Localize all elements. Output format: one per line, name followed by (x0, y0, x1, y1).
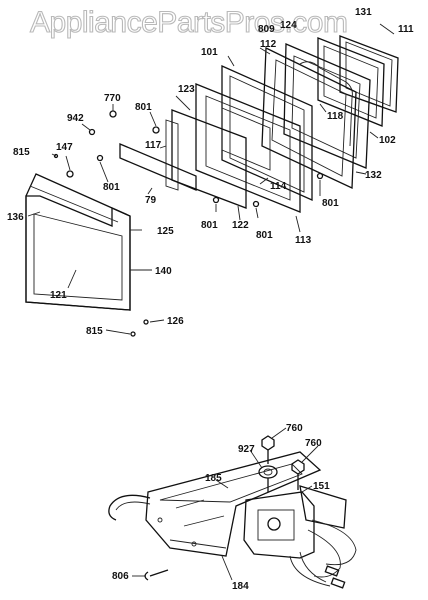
label-124: 124 (280, 20, 297, 31)
label-770: 770 (104, 93, 121, 104)
label-132: 132 (365, 170, 382, 181)
label-121: 121 (50, 290, 67, 301)
label-113: 113 (295, 235, 312, 246)
label-942: 942 (67, 113, 84, 124)
label-760-b: 760 (305, 438, 322, 449)
label-801-d: 801 (201, 220, 218, 231)
lock-assembly (108, 435, 357, 589)
gasket-frame-118 (283, 43, 371, 169)
watermark: AppliancePartsPros.com (29, 5, 348, 39)
panel-111 (339, 35, 399, 113)
door-assembly-labels: 131 809 124 111 112 101 770 942 801 123 … (7, 7, 414, 337)
label-111: 111 (398, 24, 414, 35)
label-123: 123 (178, 84, 195, 95)
label-140: 140 (155, 266, 172, 277)
door-screws (53, 110, 324, 337)
label-760-a: 760 (286, 423, 303, 434)
label-801-a: 801 (135, 102, 152, 113)
lock-assembly-labels: 760 927 760 185 151 806 184 (112, 423, 330, 592)
bracket-79 (119, 143, 197, 191)
label-114: 114 (270, 181, 287, 192)
label-801-e: 801 (256, 230, 273, 241)
label-102: 102 (379, 135, 396, 146)
panel-124 (317, 37, 385, 127)
label-126: 126 (167, 316, 184, 327)
label-147: 147 (56, 142, 73, 153)
frame-132 (261, 46, 357, 190)
door-liner-113 (195, 83, 301, 213)
label-927: 927 (238, 444, 255, 455)
panel-101 (221, 64, 313, 202)
label-122: 122 (232, 220, 249, 231)
label-801-b: 801 (103, 182, 120, 193)
label-131: 131 (355, 7, 372, 18)
outer-door-140 (25, 173, 131, 311)
label-136: 136 (7, 212, 24, 223)
door-leader-lines (27, 23, 395, 335)
label-118: 118 (327, 111, 344, 122)
label-809: 809 (258, 24, 275, 35)
label-806: 806 (112, 571, 129, 582)
label-815-a: 815 (13, 147, 30, 158)
label-117: 117 (145, 140, 162, 151)
label-184: 184 (232, 581, 249, 592)
label-801-c: 801 (322, 198, 339, 209)
label-79: 79 (145, 195, 157, 206)
label-125: 125 (157, 226, 174, 237)
glass-122 (171, 109, 247, 209)
lock-leader-lines (132, 427, 319, 581)
label-112: 112 (260, 39, 277, 50)
label-815-b: 815 (86, 326, 103, 337)
label-151: 151 (313, 481, 330, 492)
label-185: 185 (205, 473, 222, 484)
label-101: 101 (201, 47, 218, 58)
